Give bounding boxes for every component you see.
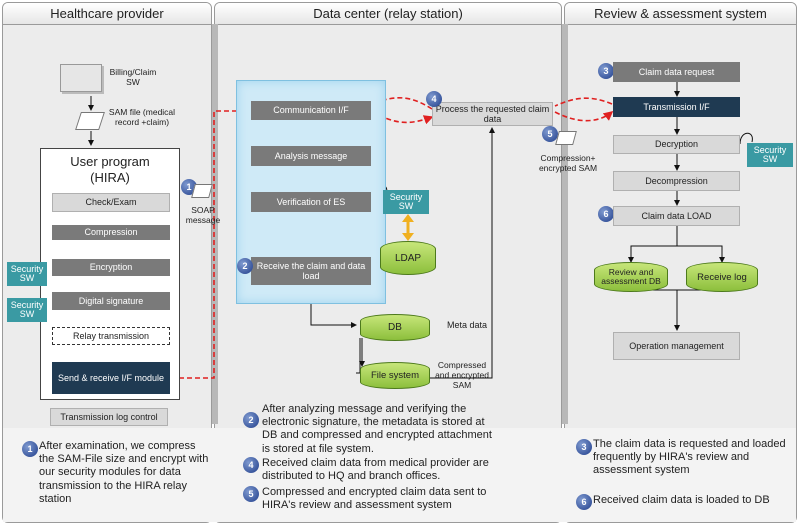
divider-band-1	[212, 24, 218, 424]
ldap-label: LDAP	[394, 252, 422, 264]
soap-label: SOAP message	[185, 205, 221, 225]
compressed-label: Compressed and encrypted SAM	[435, 360, 489, 390]
provider-title: Healthcare provider	[3, 3, 211, 25]
badge-2: 2	[237, 258, 253, 274]
filesystem-label: File system	[370, 370, 420, 381]
review-db-label: Review and assessment DB	[601, 267, 661, 286]
soap-envelope-icon	[191, 184, 213, 198]
divider-band-2	[562, 24, 568, 424]
note-4-badge: 4	[243, 457, 259, 473]
operation-box: Operation management	[613, 332, 740, 360]
step-send-receive: Send & receive I/F module	[52, 362, 170, 394]
note-1-text: After examination, we compress the SAM-F…	[39, 440, 209, 505]
note-3-text: The claim data is requested and loaded f…	[593, 438, 786, 477]
note-2-badge: 2	[243, 412, 259, 428]
badge-5: 5	[542, 126, 558, 142]
verification-box: Verification of ES	[251, 192, 371, 212]
datacenter-title: Data center (relay station)	[215, 3, 561, 25]
ldap-cylinder: LDAP	[380, 241, 436, 275]
note-6-badge: 6	[576, 494, 592, 510]
receive-log-label: Receive log	[697, 271, 747, 283]
note-1-badge: 1	[22, 441, 38, 457]
review-db-cylinder: Review and assessment DB	[594, 262, 668, 292]
user-program-title: User program (HIRA)	[70, 154, 150, 185]
db-label: DB	[388, 322, 402, 333]
billing-sw-label: Billing/Claim SW	[109, 67, 157, 87]
sam-file-label: SAM file (medical record +claim)	[108, 107, 176, 127]
claim-request-box: Claim data request	[613, 62, 740, 82]
badge-4: 4	[426, 91, 442, 107]
step-compression: Compression	[52, 225, 170, 240]
claim-load-box: Claim data LOAD	[613, 206, 740, 226]
note-5-badge: 5	[243, 486, 259, 502]
step-relay: Relay transmission	[52, 327, 170, 345]
compression-sam-label: Compression+ encrypted SAM	[538, 153, 598, 173]
analysis-box: Analysis message	[251, 146, 371, 166]
note-3-badge: 3	[576, 439, 592, 455]
log-control-box: Transmission log control	[50, 408, 168, 426]
step-relay-label: Relay transmission	[72, 331, 150, 341]
billing-screen-icon	[60, 64, 102, 92]
note-5-text: Compressed and encrypted claim data sent…	[262, 486, 487, 512]
security-sw-verification: Security SW	[383, 190, 429, 214]
step-check: Check/Exam	[52, 193, 170, 212]
filesystem-cylinder: File system	[360, 362, 430, 389]
note-2-text: After analyzing message and verifying th…	[262, 403, 492, 455]
comm-if-box: Communication I/F	[251, 101, 371, 120]
receive-log-cylinder: Receive log	[686, 262, 758, 292]
db-cylinder: DB	[360, 314, 430, 341]
security-sw-decryption: Security SW	[747, 143, 793, 167]
step-encryption: Encryption	[52, 259, 170, 276]
security-sw-encryption: Security SW	[7, 262, 47, 286]
note-4-text: Received claim data from medical provide…	[262, 457, 489, 483]
compression-envelope-icon	[555, 131, 577, 145]
meta-data-label: Meta data	[446, 320, 488, 330]
badge-6: 6	[598, 206, 614, 222]
process-box: Process the requested claim data	[432, 102, 553, 126]
note-6-text: Received claim data is loaded to DB	[593, 494, 770, 506]
security-sw-signature: Security SW	[7, 298, 47, 322]
step-digital-signature: Digital signature	[52, 292, 170, 310]
transmission-if-box: Transmission I/F	[613, 97, 740, 117]
decryption-box: Decryption	[613, 135, 740, 154]
review-title: Review & assessment system	[565, 3, 796, 25]
badge-3: 3	[598, 63, 614, 79]
notes-area	[3, 428, 796, 522]
receive-box: Receive the claim and data load	[251, 257, 371, 285]
decompression-box: Decompression	[613, 171, 740, 191]
